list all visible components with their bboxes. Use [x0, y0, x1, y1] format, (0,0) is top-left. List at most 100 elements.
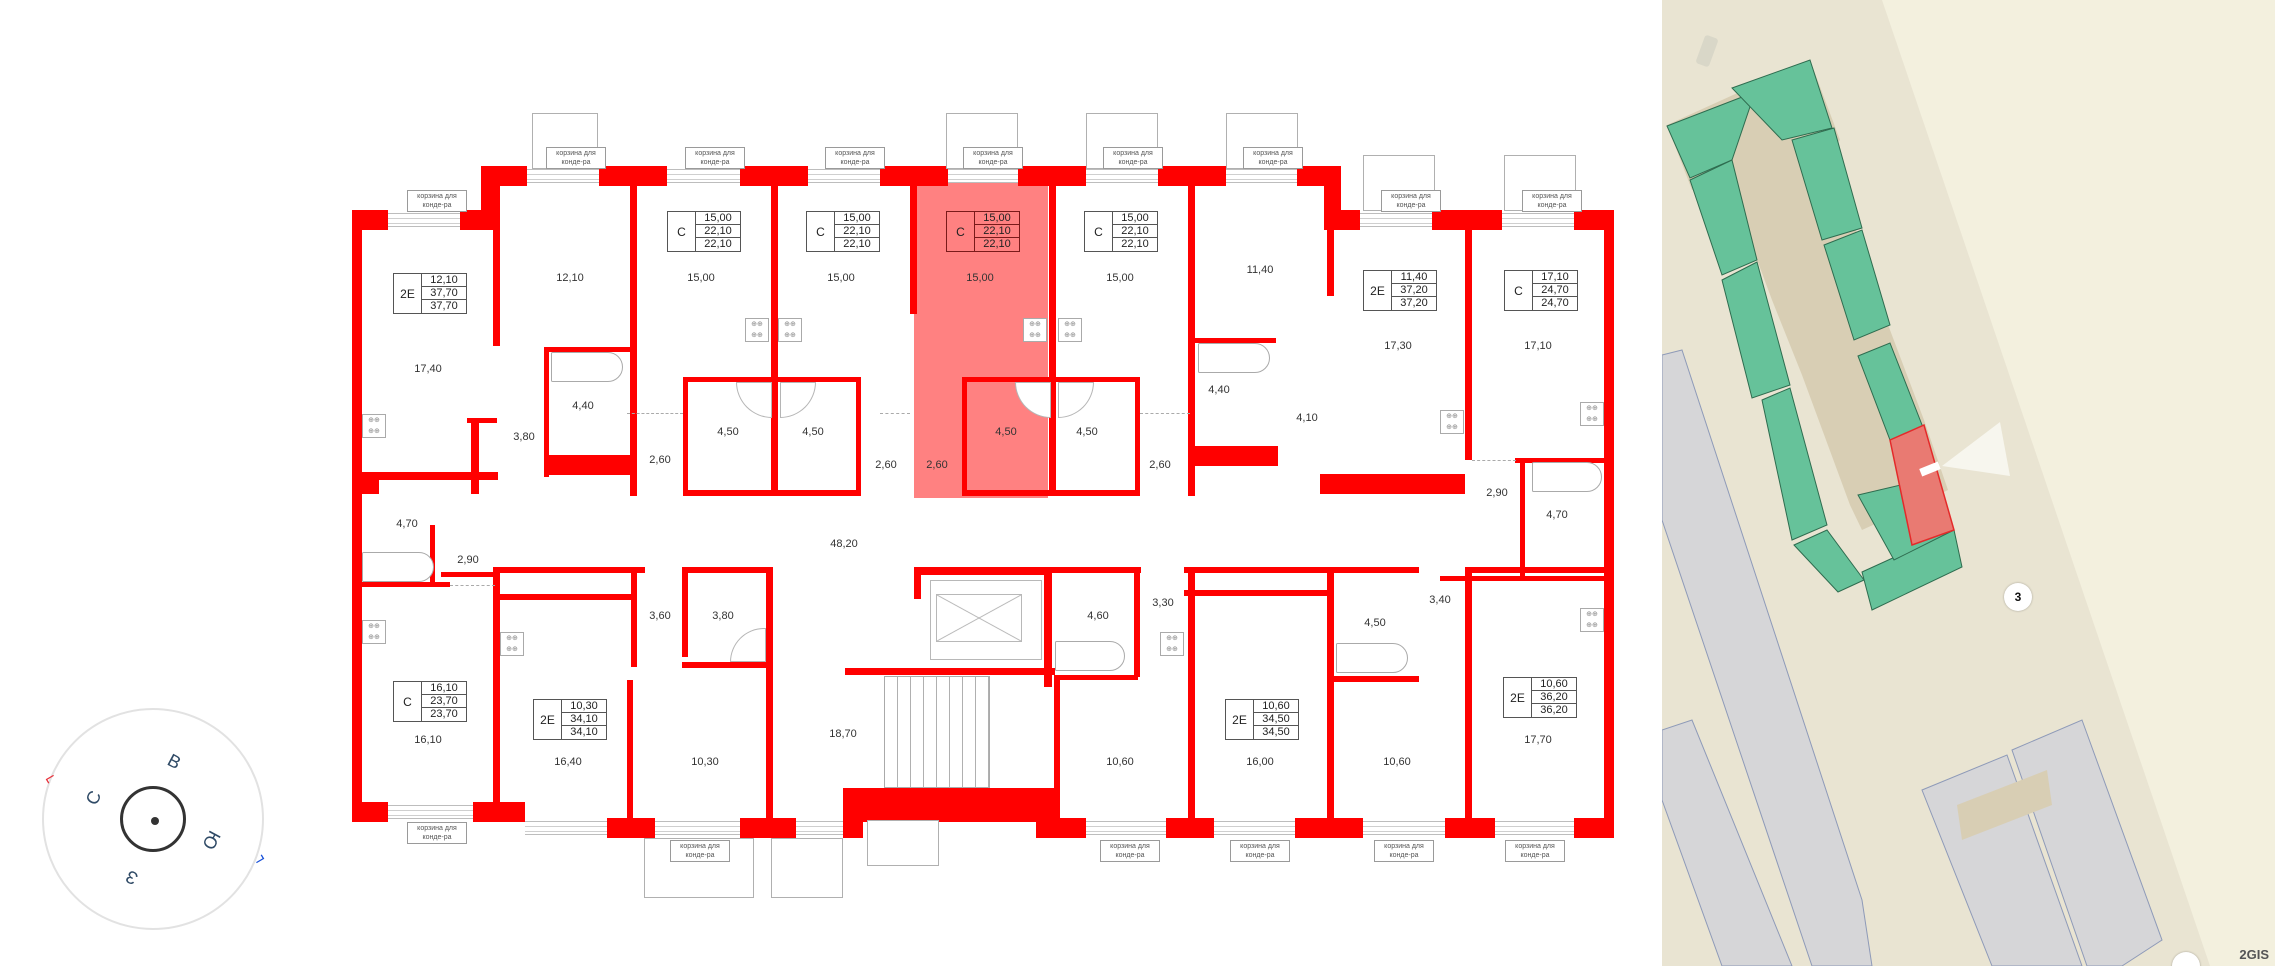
wall: [630, 186, 637, 496]
living-area: 12,10: [422, 274, 466, 287]
window: [1363, 821, 1445, 835]
ac-basket-label: корзина для конде-ра: [1230, 840, 1290, 862]
balcony: [771, 838, 843, 898]
room-area: 4,50: [1364, 617, 1386, 629]
apartment-type: 2E: [394, 274, 422, 313]
wall: [357, 472, 379, 494]
apartment-legend[interactable]: C 16,10 23,70 23,70: [393, 681, 467, 722]
wall: [1166, 818, 1214, 838]
corridor-area: 48,20: [830, 538, 858, 550]
total-area: 34,10: [562, 713, 606, 726]
room-area: 4,50: [802, 426, 824, 438]
wall: [683, 490, 861, 496]
room-area: 17,30: [1384, 340, 1412, 352]
site-map[interactable]: 3 2GIS: [1662, 0, 2275, 966]
window: [388, 213, 460, 227]
wall: [1054, 675, 1138, 680]
total-area: 22,10: [835, 225, 879, 238]
wall: [352, 802, 388, 822]
window: [1214, 821, 1295, 835]
room-area: 4,50: [717, 426, 739, 438]
total-area-2: 22,10: [704, 238, 732, 250]
apartment-legend[interactable]: C 15,00 22,10 22,10: [1084, 211, 1158, 252]
stove-icon: ⊕⊕⊕⊕: [1440, 410, 1464, 434]
wall: [1049, 186, 1056, 496]
bathtub-icon: [551, 352, 623, 382]
apartment-legend[interactable]: 2E 10,60 36,20 36,20: [1503, 677, 1577, 718]
ac-basket-label: корзина для конде-ра: [825, 147, 885, 169]
room-area: 2,60: [875, 459, 897, 471]
wall: [740, 166, 808, 186]
apartment-legend[interactable]: 2E 11,40 37,20 37,20: [1363, 270, 1437, 311]
total-area-2: 34,50: [1262, 726, 1290, 738]
wall: [843, 788, 863, 838]
total-area-2: 22,10: [1121, 238, 1149, 250]
building-number-pin-partial[interactable]: [2172, 952, 2200, 966]
ac-basket-label: корзина для конде-ра: [1505, 840, 1565, 862]
map-brand-logo: 2GIS: [2239, 947, 2269, 962]
room-area: 4,50: [995, 426, 1017, 438]
total-area: 37,20: [1392, 284, 1436, 297]
apartment-type: 2E: [1504, 678, 1532, 717]
ac-basket-label: корзина для конде-ра: [546, 147, 606, 169]
apartment-legend[interactable]: C 17,10 24,70 24,70: [1504, 270, 1578, 311]
room-area: 17,70: [1524, 734, 1552, 746]
apartment-legend-selected[interactable]: C 15,00 22,10 22,10: [946, 211, 1020, 252]
apartment-legend[interactable]: 2E 10,60 34,50 34,50: [1225, 699, 1299, 740]
total-area: 34,50: [1254, 713, 1298, 726]
wall: [1327, 186, 1334, 296]
total-area-2: 37,70: [430, 300, 458, 312]
room-area: 17,10: [1524, 340, 1552, 352]
total-area-2: 23,70: [430, 708, 458, 720]
room-area: 15,00: [1106, 272, 1134, 284]
apartment-legend[interactable]: C 15,00 22,10 22,10: [667, 211, 741, 252]
room-area: 4,50: [1076, 426, 1098, 438]
wall: [544, 347, 630, 352]
wall: [843, 788, 1055, 822]
apartment-type: C: [807, 212, 835, 251]
window: [1086, 821, 1166, 835]
building-number-pin[interactable]: 3: [2004, 583, 2032, 611]
zone-divider: [1472, 460, 1516, 461]
wall: [1188, 186, 1195, 496]
window: [1502, 213, 1574, 227]
bathtub-icon: [1198, 343, 1270, 373]
wall: [1604, 210, 1614, 822]
window: [948, 169, 1018, 183]
floor-plan: корзина для конде-ра корзина для конде-р…: [40, 113, 1614, 930]
wall: [845, 668, 1055, 675]
wall: [473, 802, 525, 822]
ac-basket-label: корзина для конде-ра: [1100, 840, 1160, 862]
apartment-type: C: [947, 212, 975, 251]
wall: [682, 662, 772, 668]
stove-icon: ⊕⊕⊕⊕: [1160, 632, 1184, 656]
room-area: 3,30: [1152, 597, 1174, 609]
total-area-2: 24,70: [1541, 297, 1569, 309]
wall: [495, 567, 645, 573]
living-area: 17,10: [1533, 271, 1577, 284]
apartment-legend[interactable]: C 15,00 22,10 22,10: [806, 211, 880, 252]
room-area: 4,70: [1546, 509, 1568, 521]
room-area: 4,40: [572, 400, 594, 412]
stove-icon: ⊕⊕⊕⊕: [500, 632, 524, 656]
window: [655, 821, 740, 835]
ac-basket-label: корзина для конде-ра: [963, 147, 1023, 169]
room-area: 15,00: [827, 272, 855, 284]
total-area-2: 22,10: [843, 238, 871, 250]
wall: [1520, 458, 1525, 578]
bathtub-icon: [1336, 643, 1408, 673]
wall: [544, 347, 549, 477]
apartment-legend[interactable]: 2E 12,10 37,70 37,70: [393, 273, 467, 314]
ac-basket-label: корзина для конде-ра: [1522, 190, 1582, 212]
room-area: 15,00: [966, 272, 994, 284]
apartment-legend[interactable]: 2E 10,30 34,10 34,10: [533, 699, 607, 740]
room-area: 4,40: [1208, 384, 1230, 396]
wall: [1327, 567, 1334, 822]
stove-icon: ⊕⊕⊕⊕: [1023, 318, 1047, 342]
room-area: 2,60: [649, 454, 671, 466]
wall: [1054, 680, 1060, 822]
shower-icon: [780, 382, 816, 418]
room-area: 2,90: [457, 554, 479, 566]
wall: [1192, 446, 1278, 466]
wall: [916, 567, 1050, 573]
